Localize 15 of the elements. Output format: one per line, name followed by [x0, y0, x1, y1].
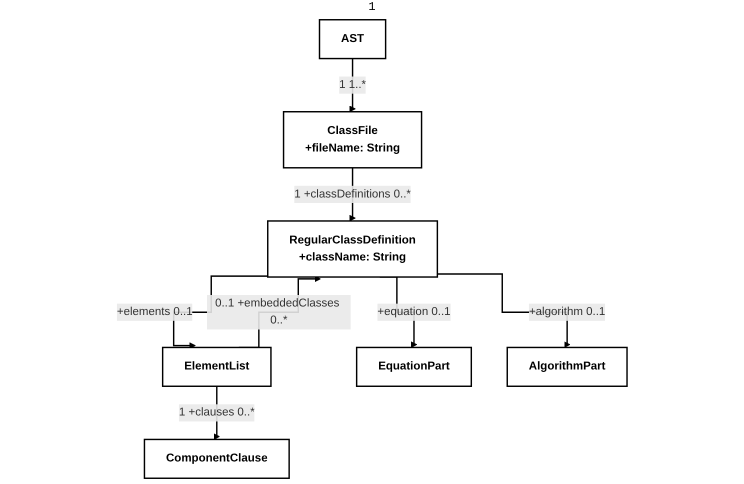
node-box: EquationPart [356, 346, 472, 387]
node-box: RegularClassDefinition +className: String [267, 220, 438, 278]
edge-label: +elements 0..1 [116, 306, 193, 318]
edge-label: 1 +classDefinitions 0..* [294, 188, 411, 200]
edge-label: 1 1..* [339, 78, 366, 91]
edge-label: +equation 0..1 [377, 306, 451, 318]
node-box: ElementList [162, 346, 272, 387]
node-box: AlgorithmPart [506, 346, 628, 387]
node-box: ComponentClause [144, 438, 290, 479]
edge-label: 0..1 +embeddedClasses 0..* [215, 297, 340, 327]
edge-label: 1 +clauses 0..* [178, 406, 255, 419]
edge-label: +algorithm 0..1 [528, 306, 606, 318]
node-box: ClassFile +fileName: String [282, 111, 422, 168]
multiplicity-label: 1 [368, 0, 376, 14]
node-box: AST [318, 19, 386, 60]
